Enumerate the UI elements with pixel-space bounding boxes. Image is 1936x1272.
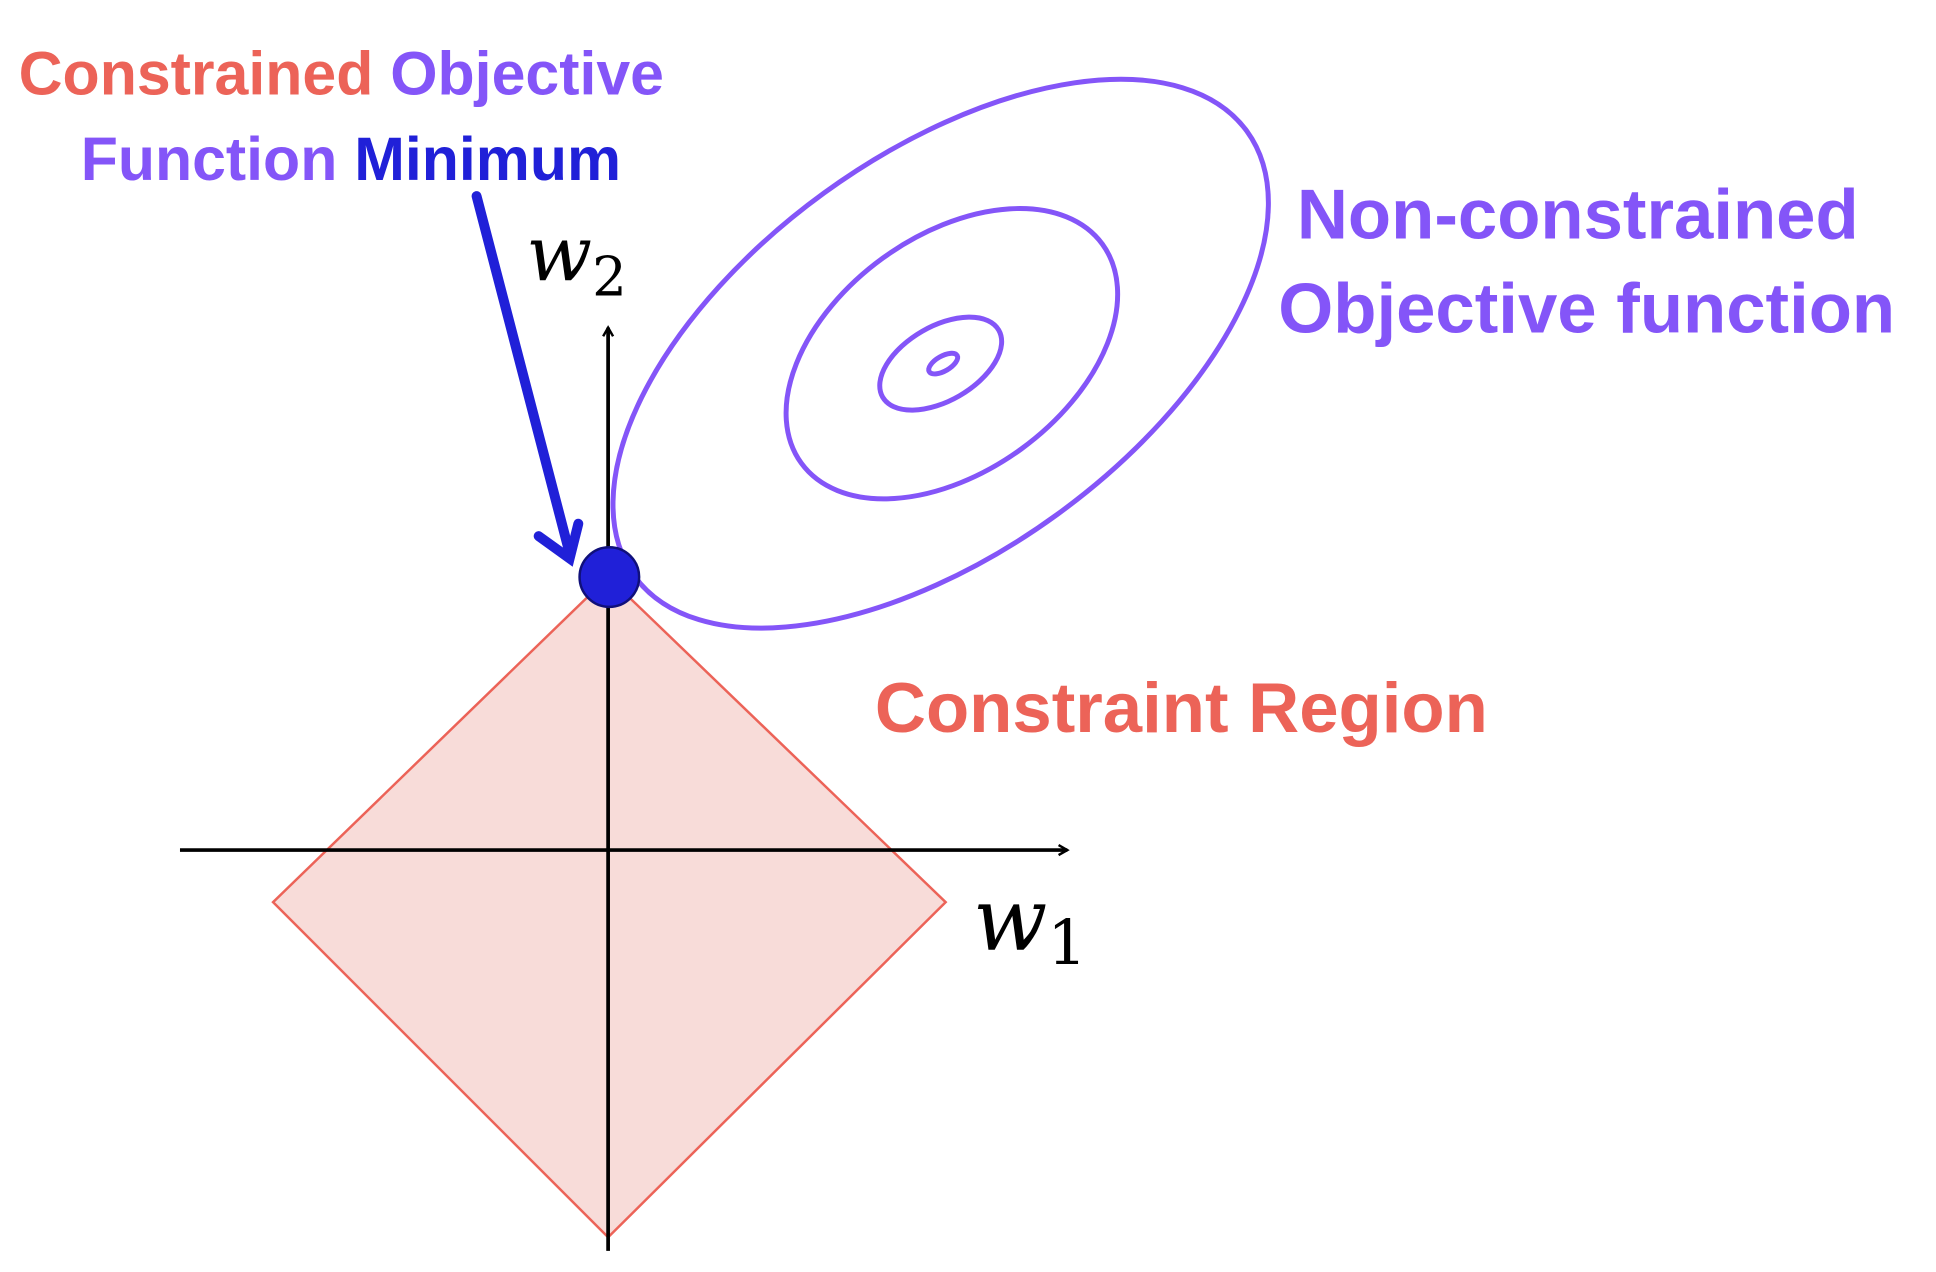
w2-var: w	[526, 210, 592, 299]
w1-label: w1	[973, 869, 1087, 979]
objective-label-line-2: Objective function	[1278, 269, 1895, 348]
w2-label: w2	[526, 210, 627, 308]
objective-label-line-1: Non-constrained	[1297, 174, 1859, 253]
w2-sub: 2	[592, 244, 627, 308]
w1-sub: 1	[1047, 906, 1086, 979]
title-line-2: Function Minimum	[81, 125, 621, 193]
contour-middle	[783, 206, 1121, 502]
constraint-region-label: Constraint Region	[875, 668, 1488, 747]
title-line-1: Constrained Objective	[19, 39, 664, 107]
title-objective: Objective	[390, 39, 664, 107]
contour-inner	[877, 314, 1005, 413]
title-constrained: Constrained	[19, 39, 374, 107]
contour-center	[926, 350, 961, 377]
minimum-arrow	[471, 191, 584, 567]
title-function: Function	[81, 125, 338, 193]
w1-var: w	[973, 869, 1047, 970]
title-minimum: Minimum	[354, 125, 621, 193]
constrained-minimum-point	[578, 546, 641, 609]
